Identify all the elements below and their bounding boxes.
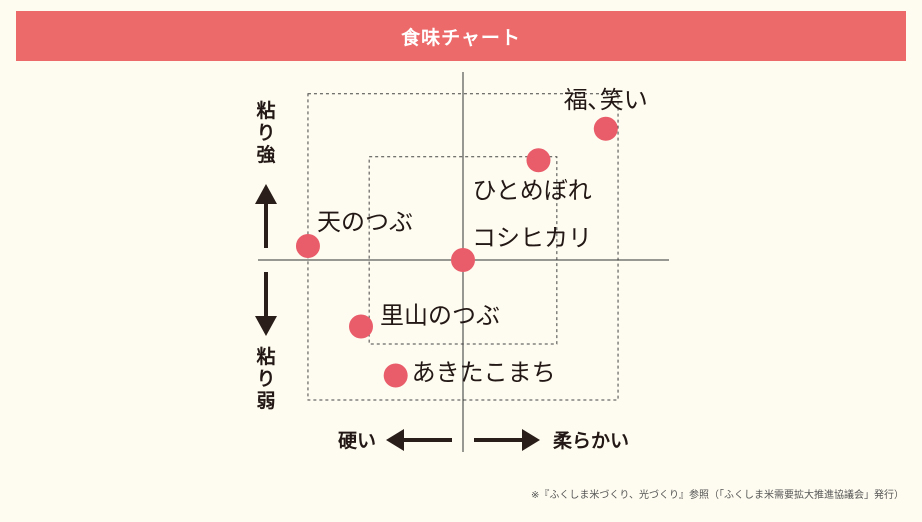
chart-title: 食味チャート: [401, 26, 521, 49]
arrow-up-head: [255, 184, 277, 204]
y-axis-top-label-char: 強: [256, 144, 275, 166]
data-point: [451, 248, 475, 272]
x-axis-left-label: 硬い: [338, 430, 376, 452]
data-point: [526, 148, 551, 173]
y-axis-bottom-label-char: 粘: [256, 346, 275, 368]
data-point-label: コシヒカリ: [472, 224, 592, 252]
data-point-label: ひとめぼれ: [472, 176, 591, 204]
y-axis-top-label-char: り: [256, 122, 275, 144]
region-box-1: [307, 93, 619, 401]
data-point-label: 福､笑い: [564, 86, 648, 114]
source-footnote: ※『ふくしま米づくり、光づくり』参照（「ふくしま米需要拡大推進協議会」発行）: [531, 490, 904, 501]
data-point: [295, 234, 320, 258]
y-axis-bottom-label-char: り: [256, 368, 275, 390]
arrow-left-head: [386, 429, 404, 451]
arrow-right-head: [522, 429, 540, 451]
data-point: [349, 314, 373, 339]
y-axis-bottom-label-char: 弱: [256, 390, 275, 412]
arrow-down-head: [255, 316, 277, 336]
data-point-label: 天のつぶ: [317, 208, 413, 236]
data-point: [593, 116, 618, 141]
data-point-label: あきたこまち: [412, 359, 556, 387]
chart-title-bar: 食味チャート: [16, 11, 906, 61]
data-point-label: 里山のつぶ: [380, 302, 500, 330]
data-point: [383, 363, 408, 388]
axis-labels: 粘り強粘り弱硬い柔らかい: [256, 100, 629, 452]
y-axis-top-label-char: 粘: [256, 100, 275, 122]
x-axis-right-label: 柔らかい: [553, 430, 629, 452]
